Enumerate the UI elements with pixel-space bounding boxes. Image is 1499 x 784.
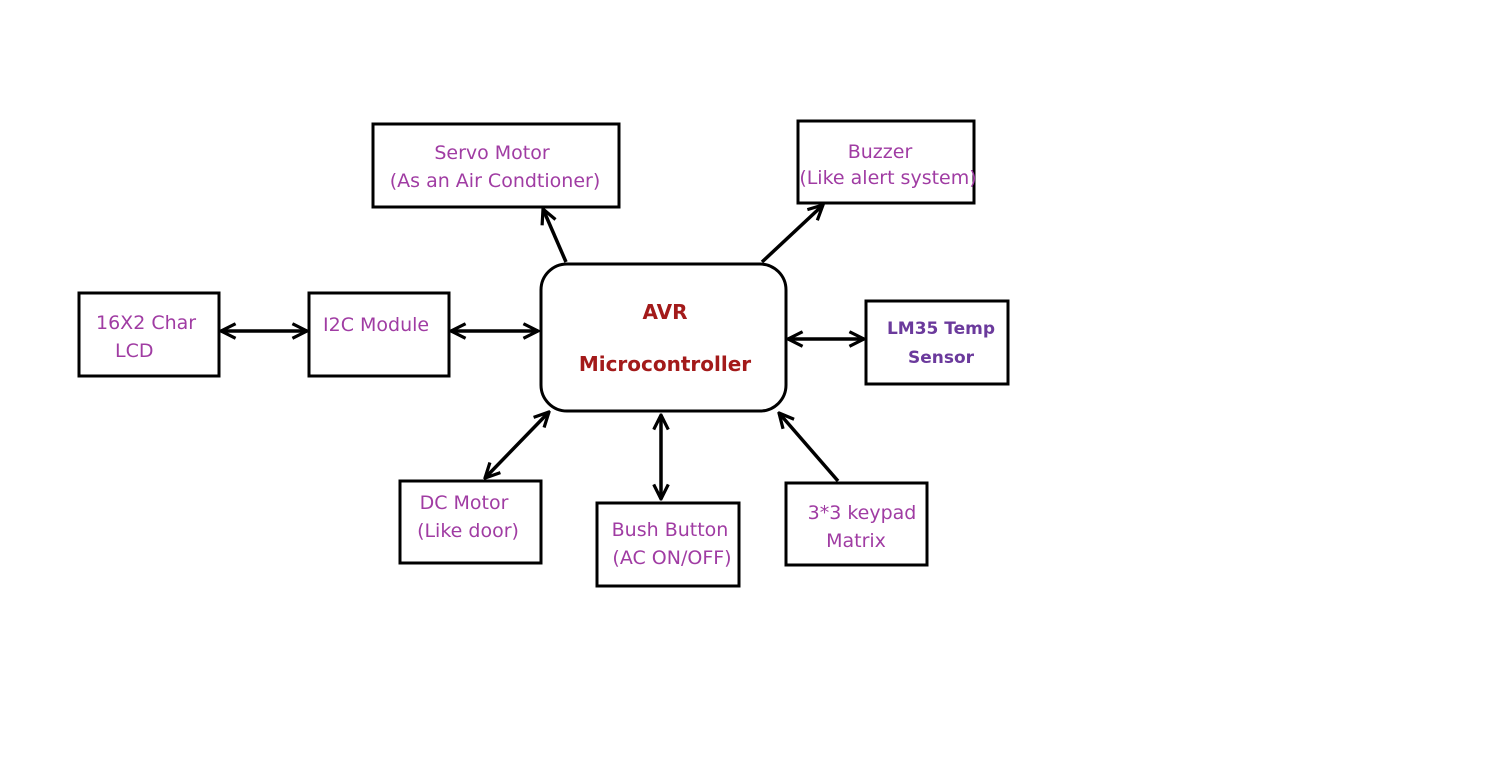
avr-label-1: AVR [643, 300, 688, 324]
bush-button-label-2: (AC ON/OFF) [612, 547, 731, 569]
arrow-keypad-to-avr [779, 413, 840, 483]
arrow-avr-dc-motor [485, 412, 549, 478]
lm35-sensor-block: LM35 Temp Sensor [864, 299, 1010, 386]
buzzer-block: Buzzer (Like alert system) [796, 119, 977, 205]
lm35-label-1: LM35 Temp [887, 319, 995, 339]
dc-motor-label-2: (Like door) [417, 520, 519, 542]
dc-motor-block: DC Motor (Like door) [398, 479, 543, 565]
lcd-block: 16X2 Char LCD [77, 291, 221, 378]
lcd-label-1: 16X2 Char [96, 312, 196, 334]
bush-button-label-1: Bush Button [612, 519, 729, 541]
servo-motor-block: Servo Motor (As an Air Condtioner) [371, 122, 621, 209]
keypad-label-1: 3*3 keypad [808, 502, 917, 524]
buzzer-label-1: Buzzer [848, 141, 913, 163]
i2c-label: I2C Module [323, 314, 429, 336]
buzzer-label-2: (Like alert system) [799, 167, 976, 189]
keypad-label-2: Matrix [826, 530, 886, 552]
arrow-to-servo [543, 209, 568, 263]
avr-microcontroller-block: AVR Microcontroller [539, 262, 788, 413]
arrow-to-buzzer [760, 205, 823, 264]
keypad-block: 3*3 keypad Matrix [784, 481, 929, 567]
servo-label-1: Servo Motor [434, 142, 550, 164]
avr-label-2: Microcontroller [579, 352, 751, 376]
lm35-label-2: Sensor [908, 348, 975, 368]
dc-motor-label-1: DC Motor [420, 492, 509, 514]
lcd-label-2: LCD [115, 340, 153, 362]
bush-button-block: Bush Button (AC ON/OFF) [595, 501, 741, 588]
servo-label-2: (As an Air Condtioner) [390, 170, 601, 192]
i2c-module-block: I2C Module [307, 291, 451, 378]
